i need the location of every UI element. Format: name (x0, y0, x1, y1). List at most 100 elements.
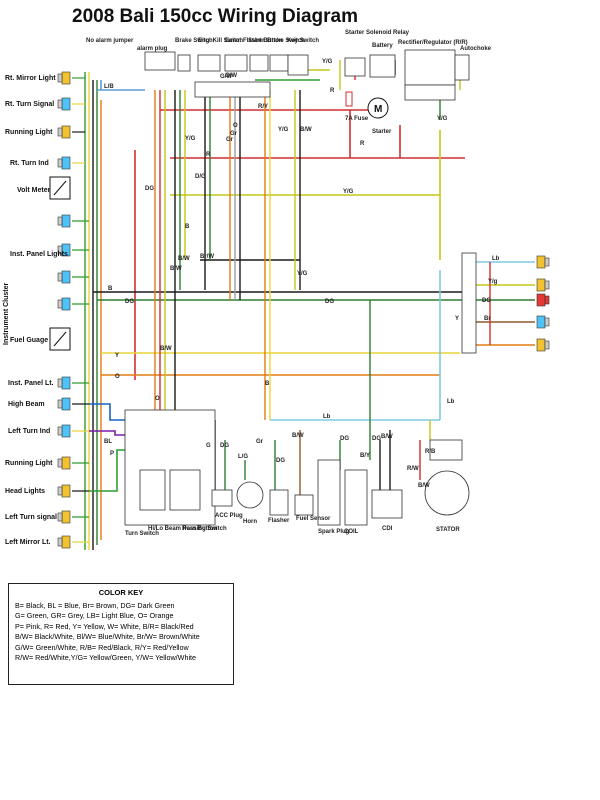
svg-text:DG: DG (340, 436, 349, 442)
connector-icon (57, 397, 71, 411)
wire-labels: L/B G/W Y/G R/Y R Y/G B/W Y/G R DG D/G Y… (104, 59, 500, 489)
connector-icon (57, 535, 71, 549)
component-label: Left Mirror Lt. (5, 539, 51, 546)
svg-text:Brake Switch: Brake Switch (267, 38, 305, 44)
svg-text:B: B (108, 286, 113, 292)
svg-text:Br/W: Br/W (200, 254, 214, 260)
svg-text:O: O (233, 123, 238, 129)
svg-text:P: P (110, 451, 114, 457)
svg-text:Lb: Lb (492, 256, 500, 262)
component-label: Inst. Panel Lights (10, 251, 68, 258)
svg-text:B/Y: B/Y (360, 453, 370, 459)
starter-motor-icon: M (367, 97, 389, 119)
svg-text:B/W: B/W (418, 483, 430, 489)
connector-icon (536, 255, 550, 269)
svg-text:Y/G: Y/G (343, 189, 354, 195)
svg-text:DG: DG (145, 186, 154, 192)
svg-text:Horn: Horn (243, 519, 257, 525)
svg-text:Y/G: Y/G (278, 127, 289, 133)
svg-text:Y: Y (115, 353, 119, 359)
svg-text:O: O (115, 374, 120, 380)
component-label: Fuel Guage (10, 337, 48, 344)
svg-text:Starter: Starter (372, 129, 392, 135)
svg-text:alarm plug: alarm plug (137, 46, 168, 52)
connector-icon (57, 484, 71, 498)
svg-text:R/W: R/W (407, 466, 419, 472)
horn-icon (236, 481, 264, 509)
svg-text:DG: DG (125, 299, 134, 305)
svg-text:Eng. Kill Switch: Eng. Kill Switch (198, 38, 243, 44)
svg-text:Horn Button: Horn Button (182, 526, 217, 532)
svg-text:R: R (330, 88, 335, 94)
color-key-line: B= Black, BL = Blue, Br= Brown, DG= Dark… (15, 601, 175, 610)
svg-text:Y/G: Y/G (322, 59, 333, 65)
svg-text:Lb: Lb (447, 399, 455, 405)
svg-text:Br: Br (484, 316, 491, 322)
color-key-box: COLOR KEY B= Black, BL = Blue, Br= Brown… (8, 583, 234, 685)
component-label: Inst. Panel Lt. (8, 380, 54, 387)
color-key-line: G/W= Green/White, R/B= Red/Black, R/Y= R… (15, 642, 189, 652)
main-harness-wires (93, 69, 470, 421)
svg-text:B/W: B/W (300, 127, 312, 133)
volt-meter-icon (49, 176, 71, 200)
connector-icon (57, 125, 71, 139)
left-wire-bundle (84, 72, 102, 550)
svg-text:Key Switch: Key Switch (287, 38, 319, 44)
svg-text:Y/G: Y/G (185, 136, 196, 142)
svg-text:Autochoke: Autochoke (460, 46, 492, 52)
beam-wires (89, 403, 125, 492)
svg-text:B: B (265, 381, 270, 387)
connector-icon (57, 297, 71, 311)
color-key-title: COLOR KEY (98, 588, 144, 597)
svg-text:B: B (185, 224, 190, 230)
component-label: Running Light (5, 129, 53, 136)
svg-text:DG: DG (276, 458, 285, 464)
svg-text:Lb: Lb (323, 414, 331, 420)
svg-text:Gr: Gr (256, 439, 264, 445)
component-label: Rt. Mirror Light (5, 75, 56, 82)
top-component-labels: No alarm jumper alarm plug Brake Switch … (86, 30, 492, 135)
left-connectors (49, 71, 71, 549)
connector-icon (57, 376, 71, 390)
svg-text:Emer. Flasher: Emer. Flasher (225, 38, 265, 44)
bottom-components (124, 409, 470, 526)
instrument-cluster-label: Instrument Cluster (3, 282, 10, 345)
component-label: Rt. Turn Signal (5, 101, 54, 108)
svg-text:Start Button: Start Button (248, 38, 283, 44)
svg-text:B/W: B/W (292, 433, 304, 439)
svg-text:Y/G: Y/G (297, 271, 308, 277)
connector-icon (57, 424, 71, 438)
svg-text:R/B: R/B (425, 449, 436, 455)
connector-icon (57, 71, 71, 85)
connector-icon (57, 214, 71, 228)
connector-icon (57, 97, 71, 111)
svg-text:DG: DG (482, 298, 491, 304)
svg-text:L/B: L/B (104, 84, 114, 90)
svg-text:Gr: Gr (230, 131, 238, 137)
svg-text:DG: DG (325, 299, 334, 305)
component-label: Running Light (5, 460, 53, 467)
svg-text:Y/g: Y/g (488, 279, 498, 285)
left-stub-wires (72, 77, 89, 543)
color-key-line: R/W= Red/White,Y/G= Yellow/Green, Y/W= Y… (15, 653, 197, 663)
svg-text:G: G (206, 443, 211, 449)
svg-text:O: O (155, 396, 160, 402)
svg-text:G/W: G/W (225, 73, 237, 79)
svg-text:M: M (374, 104, 382, 115)
stator-icon (424, 470, 470, 516)
component-label: Head Lights (5, 488, 45, 495)
svg-text:STATOR: STATOR (436, 527, 460, 533)
connector-icon (536, 293, 550, 307)
component-label: Left Turn signal (5, 514, 57, 521)
svg-text:Y/G: Y/G (437, 116, 448, 122)
svg-text:Starter Solenoid Relay: Starter Solenoid Relay (345, 30, 410, 36)
connector-icon (536, 338, 550, 352)
color-key-line: G= Green, GR= Grey, LB= Light Blue, O= O… (15, 611, 174, 621)
component-label: High Beam (8, 401, 45, 408)
left-component-labels: Rt. Mirror Light Rt. Turn Signal Running… (5, 75, 68, 546)
component-label: Rt. Turn Ind (10, 160, 49, 167)
color-key-line: P= Pink, R= Red, Y= Yellow, W= White, B/… (15, 621, 194, 631)
connector-icon (57, 510, 71, 524)
svg-text:Hi/Lo Beam Passing Switch: Hi/Lo Beam Passing Switch (148, 526, 227, 532)
